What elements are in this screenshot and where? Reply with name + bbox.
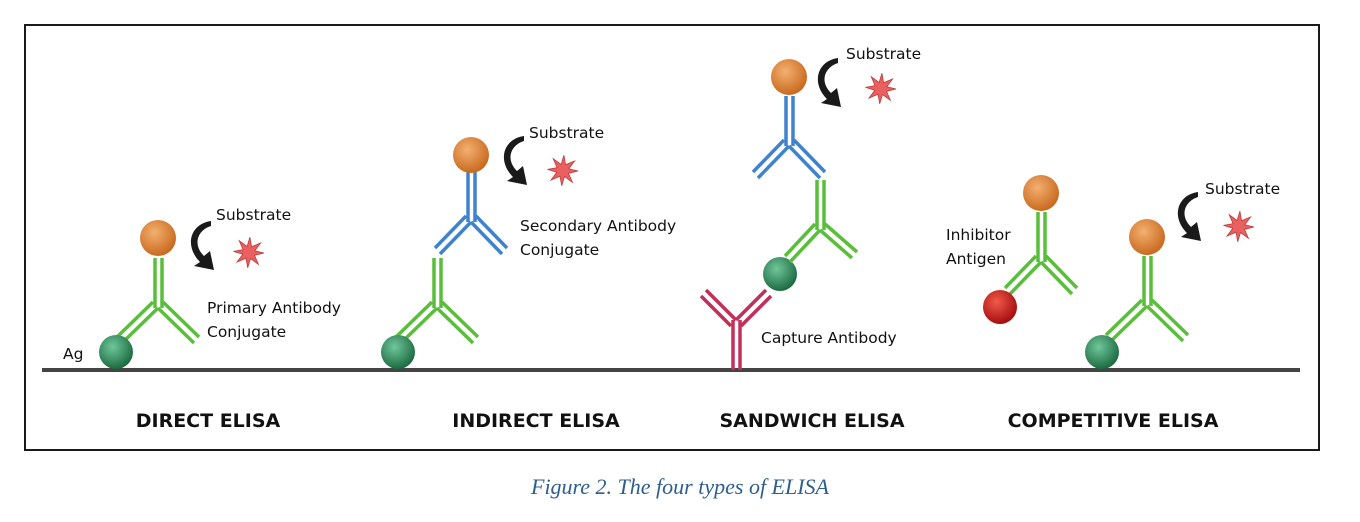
inhibitor-antigen-label-line1: Inhibitor (946, 226, 1011, 244)
capture-antibody-label: Capture Antibody (761, 329, 897, 347)
panel-title-competitive: COMPETITIVE ELISA (1008, 410, 1219, 432)
inhibitor-antigen-label-line2: Antigen (946, 250, 1006, 268)
antigen-circle (763, 257, 797, 291)
primary-antibody-label-line1: Primary Antibody (207, 299, 341, 317)
ag-label: Ag (63, 345, 83, 363)
inhibitor-antigen-circle (983, 290, 1017, 324)
capture-antibody (699, 288, 773, 370)
enzyme-circle (453, 137, 489, 173)
direct-elisa-panel: Substrate Primary Antibody Conjugate Ag … (63, 206, 341, 432)
sandwich-elisa-panel: Substrate Capture Antibody SANDWICH ELIS… (699, 45, 921, 432)
substrate-label: Substrate (529, 124, 604, 142)
secondary-antibody-label-line1: Secondary Antibody (520, 217, 676, 235)
figure-frame (24, 24, 1320, 451)
panel-title-direct: DIRECT ELISA (136, 410, 281, 432)
curved-arrow-icon (817, 58, 841, 107)
enzyme-circle (771, 59, 807, 95)
antigen-circle (99, 335, 133, 369)
curved-arrow-icon (1177, 192, 1201, 241)
primary-antibody-label-line2: Conjugate (207, 323, 286, 341)
enzyme-circle (1129, 219, 1165, 255)
substrate-star-icon (865, 73, 897, 104)
panel-title-indirect: INDIRECT ELISA (452, 410, 620, 432)
antigen-circle (381, 335, 415, 369)
enzyme-circle (1023, 175, 1059, 211)
primary-antibody (1104, 256, 1190, 343)
primary-antibody (115, 258, 201, 345)
substrate-label: Substrate (1205, 180, 1280, 198)
enzyme-circle (140, 220, 176, 256)
substrate-star-icon (233, 237, 265, 268)
substrate-label: Substrate (846, 45, 921, 63)
secondary-antibody (433, 172, 509, 256)
indirect-elisa-panel: Substrate Secondary Antibody Conjugate I… (381, 124, 676, 432)
secondary-antibody-label-line2: Conjugate (520, 241, 599, 259)
elisa-diagram: Substrate Primary Antibody Conjugate Ag … (42, 45, 1300, 432)
secondary-antibody (751, 96, 827, 180)
competitive-elisa-panel: Substrate Inhibitor Antigen COMPETITIVE … (946, 175, 1280, 432)
substrate-label: Substrate (216, 206, 291, 224)
panel-title-sandwich: SANDWICH ELISA (719, 410, 904, 432)
curved-arrow-icon (190, 221, 214, 270)
substrate-star-icon (1223, 211, 1255, 242)
figure-caption: Figure 2. The four types of ELISA (531, 474, 829, 499)
detection-antibody (783, 180, 859, 264)
curved-arrow-icon (503, 136, 527, 185)
inhibitor-bound-antibody (1003, 212, 1079, 296)
primary-antibody (394, 258, 480, 345)
substrate-star-icon (547, 155, 579, 186)
antigen-circle (1085, 335, 1119, 369)
